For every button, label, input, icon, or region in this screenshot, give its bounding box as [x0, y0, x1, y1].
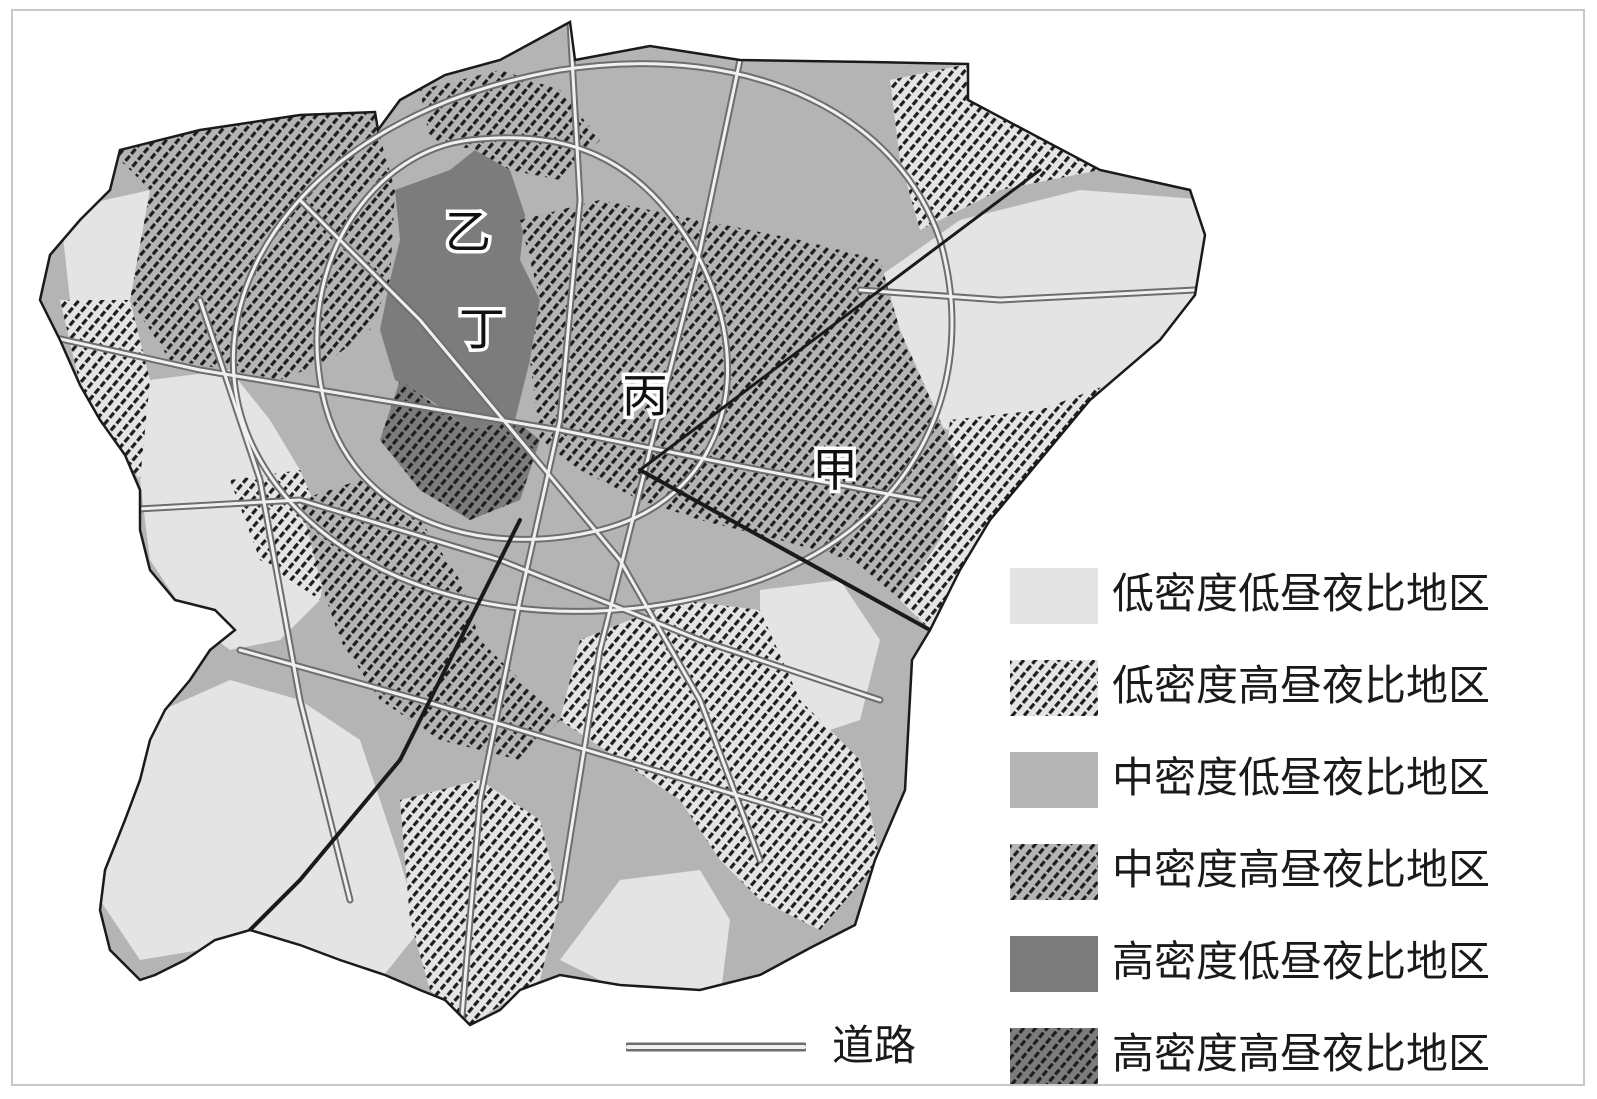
legend-label: 高密度低昼夜比地区 — [1112, 937, 1491, 986]
legend-item: 高密度高昼夜比地区 — [1010, 1020, 1580, 1099]
legend-label: 低密度低昼夜比地区 — [1112, 569, 1491, 618]
legend-item: 低密度高昼夜比地区 — [1010, 652, 1580, 744]
region-low-density-southwest — [100, 680, 420, 980]
region-high-density-core — [380, 150, 540, 430]
place-label-ding: 丁 — [459, 302, 505, 356]
frame-border — [11, 9, 1585, 1086]
road-legend-label: 道路 — [832, 1021, 917, 1070]
rail-line-northeast — [638, 168, 1042, 472]
legend-swatch-low-low — [1010, 568, 1098, 624]
legend-swatch-low-high — [1010, 660, 1098, 716]
legend-label: 中密度高昼夜比地区 — [1112, 845, 1491, 894]
legend-swatch-high-low — [1010, 936, 1098, 992]
road-legend-swatch — [626, 1042, 806, 1052]
region-low-density-south — [560, 870, 730, 1000]
legend-label: 低密度高昼夜比地区 — [1112, 661, 1491, 710]
legend-item: 高密度低昼夜比地区 — [1010, 928, 1580, 1020]
legend-label: 高密度高昼夜比地区 — [1112, 1029, 1491, 1078]
place-label-bing: 丙 — [622, 369, 668, 423]
road-legend: 道路 — [626, 1012, 966, 1082]
rail-line-east — [638, 468, 932, 632]
legend-item: 中密度低昼夜比地区 — [1010, 744, 1580, 836]
legend-item: 中密度高昼夜比地区 — [1010, 836, 1580, 928]
legend-item: 低密度低昼夜比地区 — [1010, 560, 1580, 652]
legend-swatch-mid-high — [1010, 844, 1098, 900]
region-low-density-west — [140, 370, 330, 650]
legend-swatch-mid-low — [1010, 752, 1098, 808]
legend-label: 中密度低昼夜比地区 — [1112, 753, 1491, 802]
place-label-jia: 甲 — [812, 443, 858, 497]
road-network — [40, 22, 1199, 1025]
place-label-yi: 乙 — [445, 205, 491, 259]
map-legend: 低密度低昼夜比地区 低密度高昼夜比地区 中密度低昼夜比地区 中密度高昼夜比地区 — [1010, 560, 1580, 1099]
legend-swatch-high-high — [1010, 1028, 1098, 1084]
